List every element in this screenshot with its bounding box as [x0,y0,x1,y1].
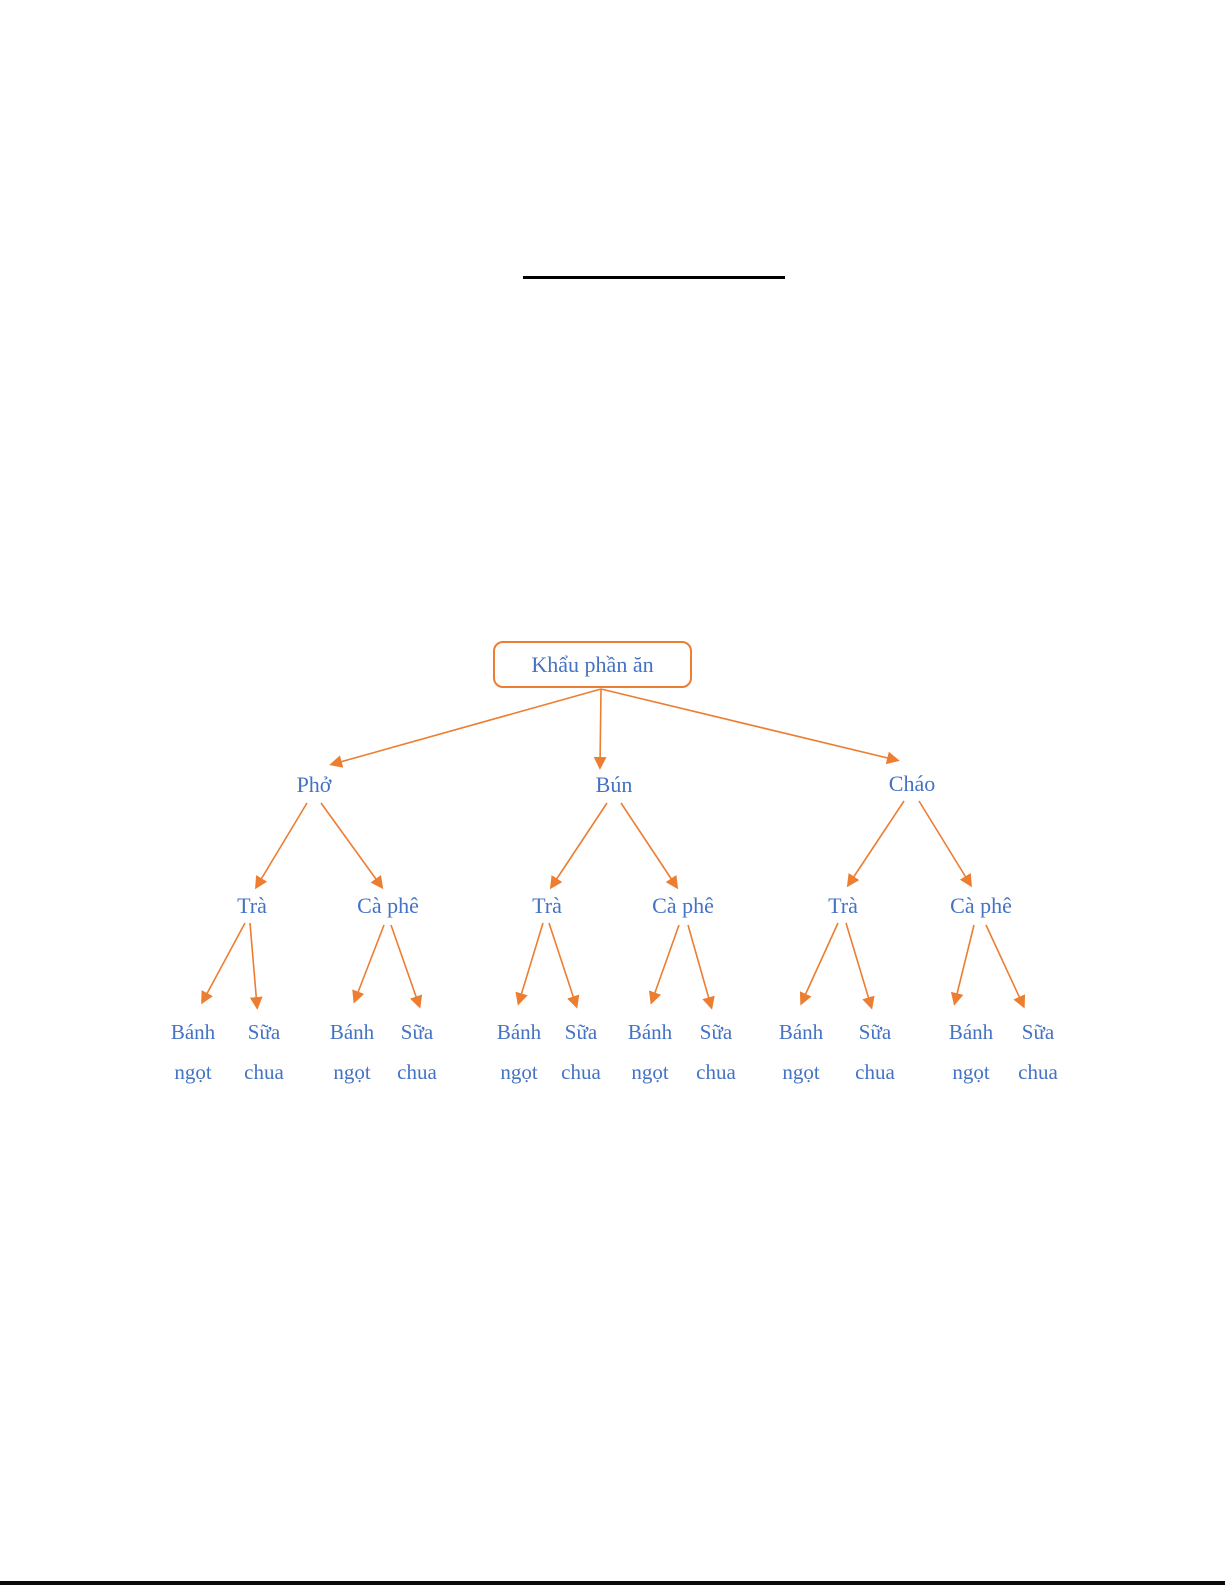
leaf-line: chua [855,1060,895,1084]
leaf-banh-ngot-1: Bánh ngọt [171,1012,215,1092]
leaf-line: Sữa [564,1020,598,1044]
leaf-sua-chua-2: Sữa chua [397,1012,437,1092]
leaf-sua-chua-6: Sữa chua [1018,1012,1058,1092]
leaf-line: ngọt [631,1060,669,1084]
leaf-line: Bánh [627,1020,673,1044]
leaf-banh-ngot-3: Bánh ngọt [497,1012,541,1092]
leaf-line: ngọt [782,1060,820,1084]
page-bottom-edge [0,1581,1225,1585]
branch-bun-label: Bún [595,772,633,797]
leaf-sua-chua-3: Sữa chua [561,1012,601,1092]
node-ca-phe-3: Cà phê [950,893,1012,918]
leaf-sua-chua-5: Sữa chua [855,1012,895,1092]
leaf-line: Sữa [400,1020,434,1044]
leaf-line: chua [1018,1060,1058,1084]
node-tra-3: Trà [828,893,858,918]
leaf-line: Sữa [1021,1020,1055,1044]
leaf-line: ngọt [952,1060,990,1084]
leaf-line: Sữa [858,1020,892,1044]
leaf-line: ngọt [174,1060,212,1084]
leaf-line: ngọt [333,1060,371,1084]
leaf-line: Bánh [778,1020,824,1044]
node-ca-phe-2: Cà phê [652,893,714,918]
node-tra-1: Trà [237,893,267,918]
leaf-line: chua [696,1060,736,1084]
leaf-line: Bánh [329,1020,375,1044]
leaf-sua-chua-1: Sữa chua [244,1012,284,1092]
leaf-line: Sữa [247,1020,281,1044]
leaf-line: Sữa [699,1020,733,1044]
branch-chao-label: Cháo [888,771,936,796]
leaf-line: ngọt [500,1060,538,1084]
root-node-label: Khẩu phần ăn [531,651,654,677]
leaf-line: Bánh [948,1020,994,1044]
blank-title-underline [523,276,785,279]
leaf-line: Bánh [170,1020,216,1044]
branch-pho-label: Phở [296,772,332,797]
leaf-banh-ngot-2: Bánh ngọt [330,1012,374,1092]
leaf-line: Bánh [496,1020,542,1044]
leaf-banh-ngot-6: Bánh ngọt [949,1012,993,1092]
leaf-sua-chua-4: Sữa chua [696,1012,736,1092]
node-ca-phe-1: Cà phê [357,893,419,918]
node-tra-2: Trà [532,893,562,918]
leaf-banh-ngot-4: Bánh ngọt [628,1012,672,1092]
leaf-line: chua [397,1060,437,1084]
leaf-line: chua [561,1060,601,1084]
leaf-banh-ngot-5: Bánh ngọt [779,1012,823,1092]
root-node-box: Khẩu phần ăn [493,641,692,688]
leaf-line: chua [244,1060,284,1084]
